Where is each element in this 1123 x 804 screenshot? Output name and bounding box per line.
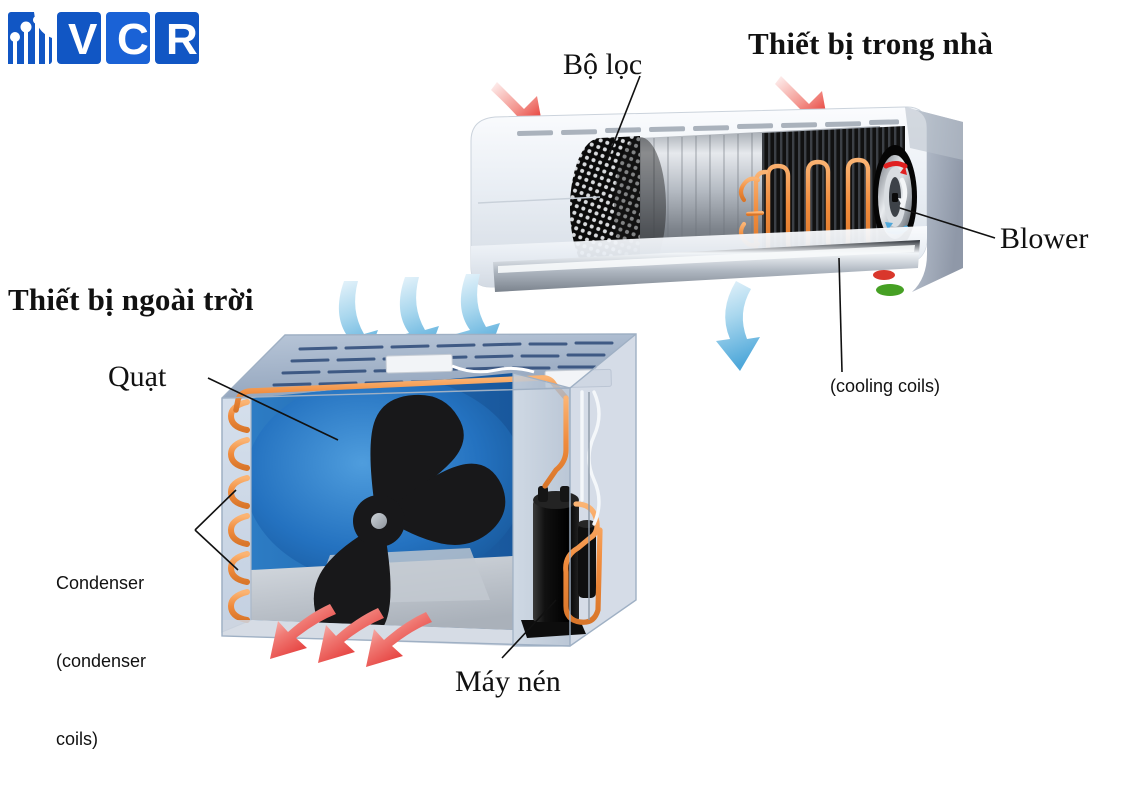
label-condenser-line2: (condenser <box>56 651 147 671</box>
logo-letter-v: V <box>68 15 98 64</box>
label-fan: Quạt <box>108 360 167 393</box>
diagram-canvas: Thiết bị trong nhà Thiết bị ngoài trời B… <box>8 12 1089 749</box>
hot-air-exhaust-arrows <box>270 604 432 667</box>
indoor-unit <box>470 75 996 373</box>
circuit-board-mark <box>10 16 49 64</box>
leader-lines-outdoor <box>194 377 557 659</box>
vcr-logo[interactable] <box>8 12 199 64</box>
indoor-indicator-lights <box>873 270 904 296</box>
label-blower: Blower <box>1000 222 1089 255</box>
label-condenser-line3: coils) <box>56 729 99 749</box>
logo-letter-r: R <box>166 15 198 64</box>
label-condenser: Condenser (condenser coils) <box>56 518 146 804</box>
label-compressor: Máy nén <box>455 665 561 698</box>
label-cooling-coils: (cooling coils) <box>830 376 941 396</box>
cold-air-output-arrow <box>716 281 760 371</box>
indoor-top-vents <box>517 119 900 136</box>
indoor-unit-title: Thiết bị trong nhà <box>748 26 994 61</box>
outdoor-control-box-1 <box>385 353 453 374</box>
refrigerant-line-top <box>233 375 569 413</box>
outdoor-unit <box>194 274 637 667</box>
outdoor-box-edges <box>221 333 637 647</box>
label-condenser-line1: Condenser <box>56 573 145 593</box>
leader-lines-indoor <box>606 75 996 373</box>
logo-letter-c: C <box>117 15 149 64</box>
blower-assembly <box>873 145 917 249</box>
outdoor-unit-title: Thiết bị ngoài trời <box>8 282 254 317</box>
label-filter: Bộ lọc <box>563 48 643 81</box>
